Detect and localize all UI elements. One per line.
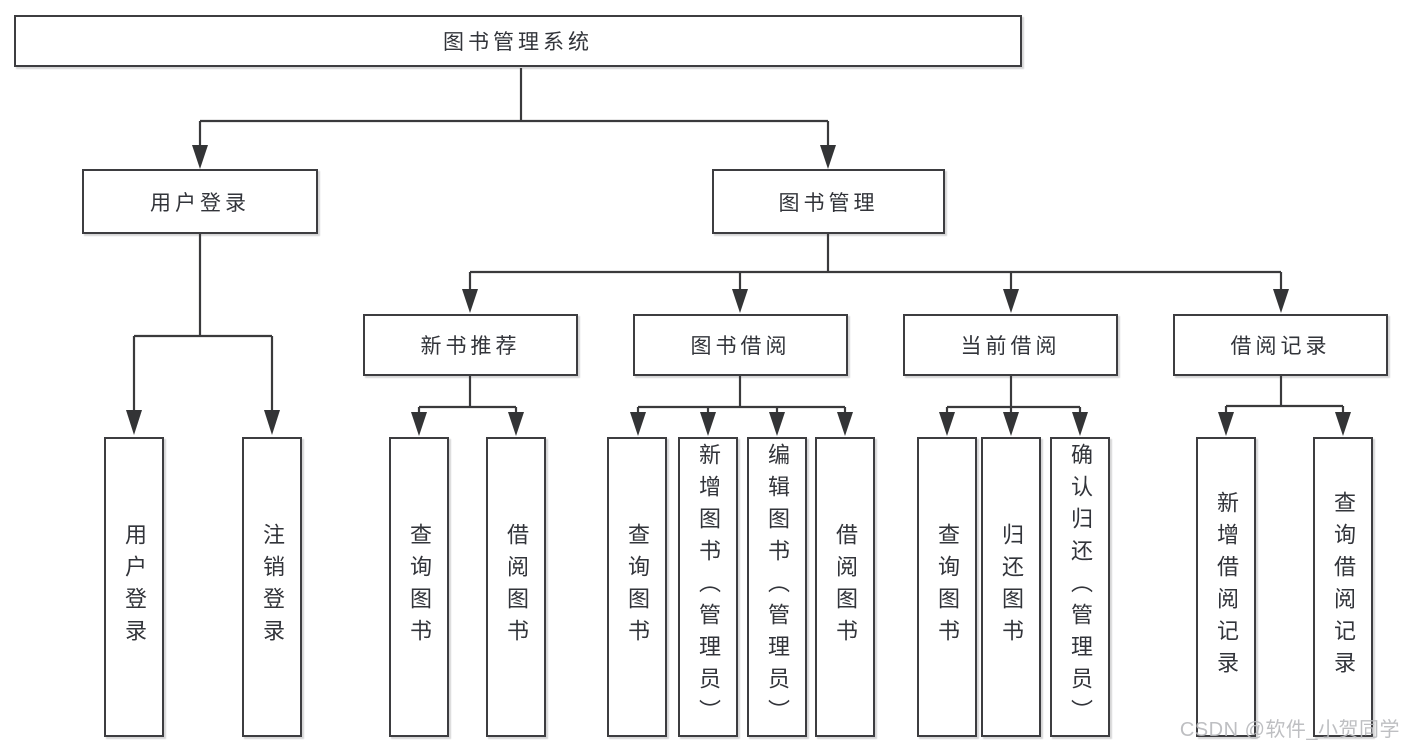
node-leaf-recommend-query-books-label: 查询图书 [407, 523, 432, 651]
node-leaf-borrowing-borrow-books-label: 借阅图书 [833, 523, 858, 651]
node-book-borrowing: 图书借阅 [633, 314, 848, 376]
node-user-login: 用户登录 [82, 169, 318, 234]
node-leaf-add-books-admin: 新增图书（管理员） [678, 437, 738, 737]
node-leaf-add-books-admin-label: 新增图书（管理员） [696, 443, 721, 731]
node-borrowing-records: 借阅记录 [1173, 314, 1388, 376]
node-leaf-borrowing-query-books: 查询图书 [607, 437, 667, 737]
node-leaf-recommend-borrow-books: 借阅图书 [486, 437, 546, 737]
node-leaf-edit-books-admin-label: 编辑图书（管理员） [765, 443, 790, 731]
node-leaf-recommend-borrow-books-label: 借阅图书 [504, 523, 529, 651]
node-leaf-edit-books-admin: 编辑图书（管理员） [747, 437, 807, 737]
node-leaf-add-borrow-record-label: 新增借阅记录 [1214, 491, 1239, 683]
node-current-borrowing: 当前借阅 [903, 314, 1118, 376]
node-leaf-recommend-query-books: 查询图书 [389, 437, 449, 737]
node-leaf-query-borrow-record-label: 查询借阅记录 [1331, 491, 1356, 683]
node-leaf-query-borrow-record: 查询借阅记录 [1313, 437, 1373, 737]
node-book-management: 图书管理 [712, 169, 945, 234]
node-leaf-current-query-books-label: 查询图书 [935, 523, 960, 651]
node-leaf-borrowing-borrow-books: 借阅图书 [815, 437, 875, 737]
node-leaf-logout: 注销登录 [242, 437, 302, 737]
node-leaf-current-query-books: 查询图书 [917, 437, 977, 737]
node-leaf-confirm-return-admin: 确认归还（管理员） [1050, 437, 1110, 737]
node-leaf-user-login: 用户登录 [104, 437, 164, 737]
node-library-management-system: 图书管理系统 [14, 15, 1022, 67]
node-leaf-borrowing-query-books-label: 查询图书 [625, 523, 650, 651]
node-leaf-user-login-label: 用户登录 [122, 523, 147, 651]
node-leaf-add-borrow-record: 新增借阅记录 [1196, 437, 1256, 737]
node-leaf-confirm-return-admin-label: 确认归还（管理员） [1068, 443, 1093, 731]
node-leaf-logout-label: 注销登录 [260, 523, 285, 651]
node-new-book-recommendation: 新书推荐 [363, 314, 578, 376]
node-leaf-return-books: 归还图书 [981, 437, 1041, 737]
node-leaf-return-books-label: 归还图书 [999, 523, 1024, 651]
watermark: CSDN @软件_小贺同学 [1179, 719, 1400, 741]
